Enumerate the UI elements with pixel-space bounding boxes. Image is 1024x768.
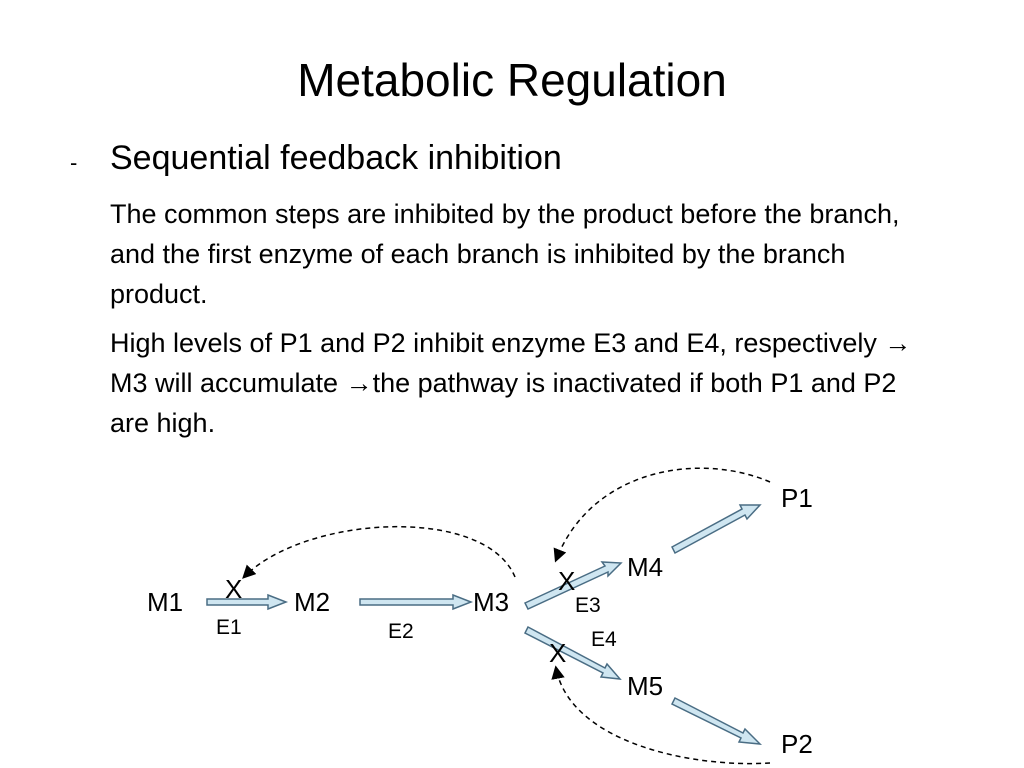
paragraph-common-steps: The common steps are inhibited by the pr… — [110, 199, 900, 309]
arrow-m5-p2 — [670, 696, 763, 745]
product-p2: P2 — [781, 729, 813, 759]
arrow-m2-m3 — [359, 593, 474, 611]
metabolite-m4: M4 — [627, 552, 663, 582]
inhibition-mark-e4: X — [549, 638, 566, 668]
feedback-p1-to-e3 — [553, 467, 771, 563]
paragraph-high-levels: High levels of P1 and P2 inhibit enzyme … — [110, 328, 912, 438]
metabolite-m2: M2 — [294, 587, 330, 617]
metabolite-m1: M1 — [147, 587, 183, 617]
enzyme-e3: E3 — [575, 594, 601, 617]
arrow-m1-m2 — [206, 593, 289, 611]
enzyme-e1: E1 — [216, 616, 242, 639]
metabolite-m5: M5 — [627, 671, 663, 701]
arrow-m4-p1 — [671, 504, 762, 555]
bullet-heading: Sequential feedback inhibition — [110, 139, 562, 177]
bullet-marker: - — [70, 150, 78, 175]
arrow-m3-m5 — [523, 625, 622, 680]
feedback-m3-to-e1 — [242, 525, 516, 579]
enzyme-e4: E4 — [591, 628, 617, 651]
inhibition-mark-e1: X — [225, 574, 242, 604]
slide-title: Metabolic Regulation — [297, 54, 727, 106]
inhibition-mark-e3: X — [558, 566, 575, 596]
product-p1: P1 — [781, 483, 813, 513]
metabolite-m3: M3 — [473, 587, 509, 617]
enzyme-e2: E2 — [388, 620, 414, 643]
arrow-m3-m4 — [523, 561, 623, 610]
